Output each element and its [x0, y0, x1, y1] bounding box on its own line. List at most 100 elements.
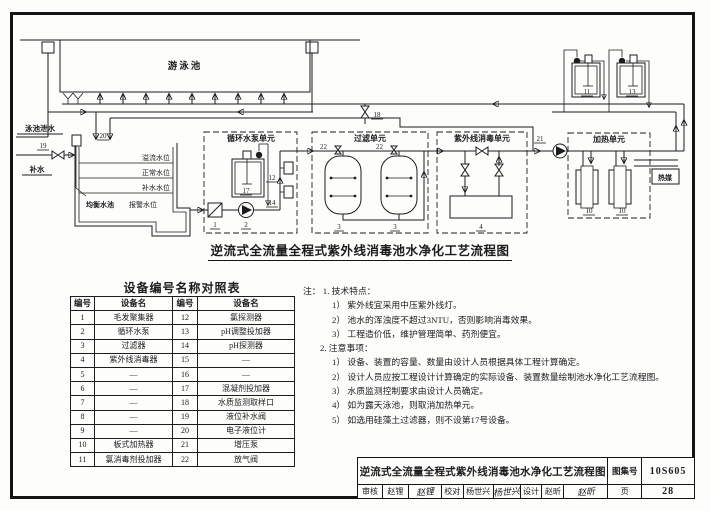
filter-unit-label: 过滤单元	[354, 133, 386, 143]
heat-medium-label: 热媒	[658, 173, 673, 182]
title-block: 逆流式全流量全程式紫外线消毒池水净化工艺流程图 图集号 10S605 审核 赵锂…	[357, 457, 696, 499]
circulation-pump-unit: 循环水泵单元 12 14 17 1	[190, 131, 298, 234]
balance-tank: 溢流水位 正常水位 补水水位 报警水位 均衡水池 20	[71, 132, 191, 237]
equipment-table-title: 设备编号名称对照表	[123, 281, 241, 295]
tag-4: 4	[479, 223, 483, 231]
reviewer-label: 审核	[358, 485, 383, 499]
designer-label: 设计	[520, 485, 543, 499]
chlorine-doser: 11	[563, 49, 604, 112]
title-block-drawing-title: 逆流式全流量全程式紫外线消毒池水净化工艺流程图	[358, 458, 609, 485]
tag-3: 3	[337, 223, 341, 231]
designer-signature: 赵昕	[564, 485, 609, 499]
pool-label: 游泳池	[168, 60, 203, 72]
tag-13: 13	[629, 88, 637, 96]
uv-inlet-valve-icon	[460, 163, 470, 177]
uv-unit: 紫外线消毒单元 4	[436, 131, 528, 234]
heating-unit-label: 加热单元	[592, 134, 625, 144]
tag-3: 3	[393, 223, 397, 231]
note-line: 注： 1. 技术特点：	[303, 286, 376, 296]
filter-vessel-icon	[324, 155, 362, 215]
bypass-valve-icon	[475, 146, 489, 156]
tag-10: 10	[586, 207, 594, 215]
piping	[16, 53, 684, 151]
tag-10: 10	[619, 207, 627, 215]
level-normal-label: 正常水位	[142, 168, 170, 177]
tag-1: 1	[213, 221, 217, 229]
atlas-no-label: 图集号	[608, 458, 643, 485]
note-line: 2. 注意事项：	[320, 343, 373, 354]
note-line: 5） 如选用硅藻土过滤器，则不设第17号设备。	[332, 414, 515, 425]
notes-block: 注： 1. 技术特点： 1） 紫外线宜采用中压紫外线灯。 2） 池水的浑浊度不超…	[303, 284, 695, 427]
tag-14: 14	[269, 199, 277, 207]
tag-19: 19	[40, 142, 48, 150]
coagulant-doser-icon	[231, 158, 265, 198]
makeup-valve-icon	[51, 150, 65, 160]
sampling-port: 18	[360, 104, 383, 124]
note-line: 2） 池水的浑浊度不超过3NTU，否则影响消毒效果。	[332, 314, 538, 325]
reviewer-name: 赵锂	[382, 485, 409, 499]
uv-unit-label: 紫外线消毒单元	[454, 133, 510, 143]
uv-outlet-valve-icon	[494, 163, 504, 177]
filter-unit: 过滤单元 22 22 3 3	[311, 131, 429, 234]
uv-reactor-icon	[449, 195, 513, 219]
balance-tank-label: 均衡水池	[86, 200, 114, 209]
note-line: 1） 设备、装置的容量、数量由设计人员根据具体工程计算确定。	[332, 357, 585, 368]
floor-drain-icon	[62, 92, 84, 104]
tag-21: 21	[537, 135, 545, 143]
drain-makeup: 泳池泄水 19 补水	[16, 123, 74, 176]
ph-sensor-icon	[283, 185, 294, 199]
tag-17: 17	[243, 187, 251, 195]
pump-unit-label: 循环水泵单元	[226, 133, 275, 143]
makeup-label: 补水	[29, 164, 45, 174]
tag-12: 12	[269, 174, 277, 182]
heating-unit: 加热单元 10 10 热媒	[567, 132, 680, 219]
note-line: 3） 水质监测控制要求由设计人员确定。	[332, 386, 489, 397]
ph-doser: 13	[608, 49, 649, 112]
tag-22: 22	[376, 143, 384, 151]
tag-22: 22	[320, 143, 328, 151]
tag-2: 2	[244, 221, 248, 229]
air-release-valve-icon	[334, 145, 342, 155]
filter-vessel-icon	[380, 155, 418, 215]
level-gauge-icon	[71, 134, 82, 147]
tag-11: 11	[584, 88, 591, 96]
tag-20: 20	[100, 132, 108, 140]
table-row: 5—16—	[70, 366, 295, 383]
process-diagram: 游泳池	[16, 39, 711, 237]
swimming-pool: 游泳池	[20, 39, 360, 104]
checker-signature: 杨世兴	[493, 485, 521, 499]
booster-pump: 21	[534, 135, 568, 159]
level-makeup-label: 补水水位	[142, 183, 170, 192]
reviewer-signature: 赵锂	[408, 485, 442, 499]
note-line: 3） 工程造价低，维护管理简单、药剂便宜。	[332, 328, 506, 339]
diagram-title: 逆流式全流量全程式紫外线消毒池水净化工艺流程图	[195, 240, 525, 261]
checker-name: 杨世兴	[463, 485, 494, 499]
pool-drain-label: 泳池泄水	[25, 123, 55, 133]
note-line: 4） 如为露天泳池，则取消加热单元。	[332, 400, 480, 411]
air-release-valve-icon	[390, 145, 398, 155]
atlas-no-value: 10S605	[642, 458, 695, 485]
note-line: 2） 设计人员应按工程设计计算确定的实际设备、装置数量绘制池水净化工艺流程图。	[332, 371, 665, 382]
designer-name: 赵昕	[542, 485, 565, 499]
page-frame	[10, 12, 695, 499]
page-label: 页	[608, 485, 643, 499]
tag-18: 18	[374, 111, 382, 119]
checker-label: 校对	[441, 485, 464, 499]
gutter-left	[41, 41, 55, 54]
page-number: 28	[642, 485, 696, 499]
level-overflow-label: 溢流水位	[142, 153, 170, 162]
chlorine-sensor-icon	[283, 161, 294, 175]
note-line: 1） 紫外线宜采用中压紫外线灯。	[332, 300, 462, 311]
